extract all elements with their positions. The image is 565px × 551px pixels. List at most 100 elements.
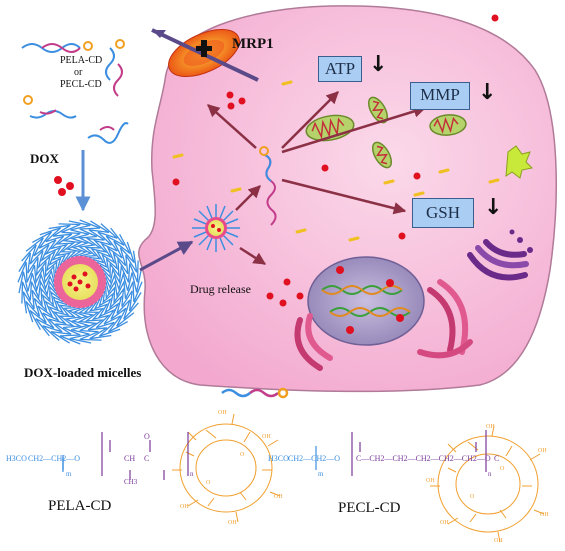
cd-left-oh-4: OH — [228, 520, 237, 526]
micelle-corona-chain — [92, 227, 125, 264]
cd-right-oh-4: OH — [494, 538, 503, 544]
micelle-corona-chain — [17, 261, 55, 285]
micelle-corona-chain — [48, 224, 77, 261]
micelle-label: DOX-loaded micelles — [24, 365, 142, 380]
cd-right-oh-3: OH — [540, 512, 549, 518]
mitochondria — [305, 96, 467, 169]
micelle-corona-chain — [77, 219, 101, 257]
cd-left-oh-2: OH — [262, 434, 271, 440]
nucleus-dox — [336, 266, 404, 334]
micelle-corona-chain — [50, 306, 76, 344]
mrp1-label: MRP1 — [232, 36, 274, 52]
micelle-corona-chain — [103, 260, 139, 285]
cd-right-o-2: O — [470, 494, 475, 500]
pela-formula-n: n — [190, 470, 194, 478]
cd-left-oh-1: OH — [218, 410, 227, 416]
cd-left-o-2: O — [206, 480, 211, 486]
micelle-corona-chain — [93, 298, 129, 333]
micelle-corona-chain — [31, 231, 67, 266]
pecl-formula-start: H3CO — [268, 454, 289, 463]
atp-decrease-arrow: ↓ — [369, 52, 388, 77]
micelle-corona-chain — [99, 241, 135, 274]
pela-formula-peg-sub: m — [66, 470, 72, 478]
pela-bonds — [62, 432, 189, 480]
micelle-corona-chain — [22, 285, 59, 314]
pecl-bonds — [315, 430, 487, 476]
pathway-arrows — [207, 91, 427, 266]
micelle-corona-chain — [21, 244, 58, 274]
pecl-formula-pcl: C—CH2—CH2—CH2—CH2—CH2—O — [356, 454, 491, 463]
pecl-formula-peg-sub: m — [318, 470, 324, 478]
cytoplasm-dox — [172, 14, 499, 307]
pela-formula-ch3: CH3 — [124, 478, 138, 486]
dox-label: DOX — [30, 151, 59, 166]
micelle-corona-chain — [102, 290, 139, 320]
pecl-formula-tail: C — [494, 454, 500, 463]
intracellular-micelle — [192, 204, 240, 252]
micelle-corona-chain — [88, 301, 121, 337]
micelle-corona-chain — [29, 295, 64, 331]
micelle-corona-chain — [42, 304, 72, 341]
dna-strands — [321, 285, 411, 317]
endocytosis-arrow — [139, 240, 194, 272]
pecl-name: PECL-CD — [338, 500, 401, 516]
micelle-corona-chain — [105, 270, 142, 293]
cd-right-o-1: O — [500, 466, 505, 472]
drug-release-label: Drug release — [190, 282, 251, 296]
pecl-formula-n: n — [488, 470, 492, 478]
polymer-label-or: or — [74, 67, 83, 78]
cd-right-oh-6: OH — [426, 478, 435, 484]
micelle-corona-chain — [18, 271, 55, 294]
micelle-corona-chain — [98, 294, 135, 327]
gsh-decrease-arrow: ↓ — [484, 195, 503, 220]
cd-left-oh-3: OH — [274, 494, 283, 500]
micelle-corona-chain — [59, 307, 83, 345]
micelle-corona-chain — [58, 223, 83, 259]
mmp-decrease-arrow: ↓ — [478, 80, 497, 105]
micelle-corona-chain — [88, 223, 118, 260]
micelle-corona-chain — [101, 250, 138, 279]
polymer-label-pecl: PECL-CD — [60, 79, 102, 90]
micelle-corona-chain — [77, 305, 102, 341]
polymer-cartoon — [221, 387, 289, 399]
cd-right-oh-2: OH — [538, 448, 547, 454]
micelle-corona-chain — [96, 233, 131, 269]
micelle-corona-chain — [35, 300, 68, 337]
pela-formula-c: C — [144, 454, 150, 463]
cd-right-oh-1: OH — [486, 424, 495, 430]
cd-right-oh-5: OH — [440, 520, 449, 526]
mrp1-pump — [151, 28, 259, 82]
micelle-corona-chain — [18, 252, 56, 278]
micelle-corona-chain — [68, 220, 91, 257]
micelle-corona-chain — [105, 279, 143, 303]
micelle-corona-chain — [69, 307, 92, 344]
gsh-box: GSH — [412, 198, 474, 228]
pela-name: PELA-CD — [48, 498, 112, 514]
pela-formula-peg: CH2—CH2—O — [28, 454, 81, 463]
micelle-corona-chain — [39, 227, 72, 263]
micelle-corona-chain — [25, 290, 61, 323]
micelle-corona-chain — [84, 220, 110, 258]
nucleus — [307, 256, 425, 346]
pecl-formula-peg: CH2—CH2—O — [288, 454, 341, 463]
free-polymer-chains — [21, 39, 129, 144]
pela-formula-ch: CH — [124, 454, 136, 463]
golgi-vesicles — [509, 229, 533, 253]
micelle-corona-chain — [21, 279, 57, 304]
micelle-corona-chain — [104, 286, 142, 312]
pela-formula-o: O — [144, 432, 150, 441]
cd-left-o-1: O — [240, 452, 245, 458]
polymer-label-pela: PELA-CD — [60, 55, 103, 66]
mmp-box: MMP — [410, 82, 470, 110]
free-dox — [54, 176, 74, 196]
micelle-corona-chain — [25, 237, 62, 270]
dox-loaded-micelle — [17, 219, 143, 345]
endoplasmic-reticulum — [294, 279, 473, 371]
cyclodextrin-right — [430, 425, 545, 543]
atp-box: ATP — [318, 56, 362, 82]
micelle-corona-chain — [83, 303, 112, 340]
cyclodextrin-left — [172, 413, 281, 523]
golgi-apparatus — [467, 239, 529, 281]
lysosome — [505, 145, 534, 179]
cd-left-oh-5: OH — [180, 504, 189, 510]
